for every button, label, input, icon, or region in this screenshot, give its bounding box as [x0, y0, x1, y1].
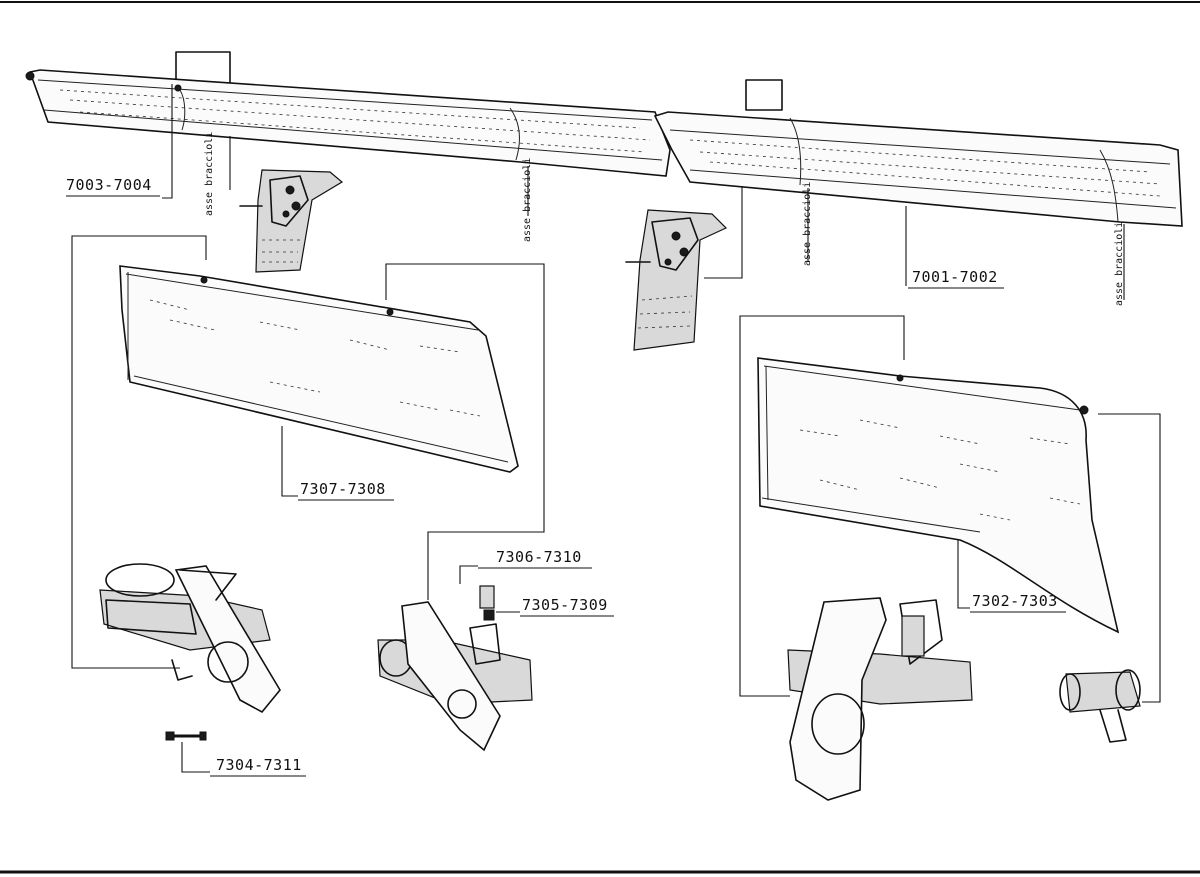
center-hinge-bracket [625, 209, 728, 351]
left-flap-panel [119, 265, 519, 473]
left-hinge-bracket [239, 169, 344, 273]
label-7001-7002: 7001-7002 [912, 268, 998, 286]
left-hinge-assembly [99, 563, 281, 714]
leader-lines [71, 84, 1161, 773]
label-7302-7303: 7302-7303 [972, 592, 1058, 610]
label-7307-7308: 7307-7308 [300, 480, 386, 498]
label-7305-7309: 7305-7309 [522, 596, 608, 614]
axis-label-right-inner: asse braccioli [802, 182, 813, 266]
axis-label-left-outer: asse braccioli [204, 132, 215, 216]
axis-label-right-outer: asse braccioli [1114, 222, 1125, 306]
label-7304-7311: 7304-7311 [216, 756, 302, 774]
right-long-spar [653, 79, 1183, 227]
axis-label-left-inner: asse braccioli [522, 158, 533, 242]
bolt-part [165, 731, 207, 741]
right-flap-panel [757, 357, 1120, 634]
left-long-spar [25, 51, 671, 177]
label-7306-7310: 7306-7310 [496, 548, 582, 566]
label-7003-7004: 7003-7004 [66, 176, 152, 194]
center-hinge-assembly [377, 585, 533, 752]
right-hinge-assembly [787, 597, 973, 801]
hub-fitting [1059, 669, 1141, 743]
